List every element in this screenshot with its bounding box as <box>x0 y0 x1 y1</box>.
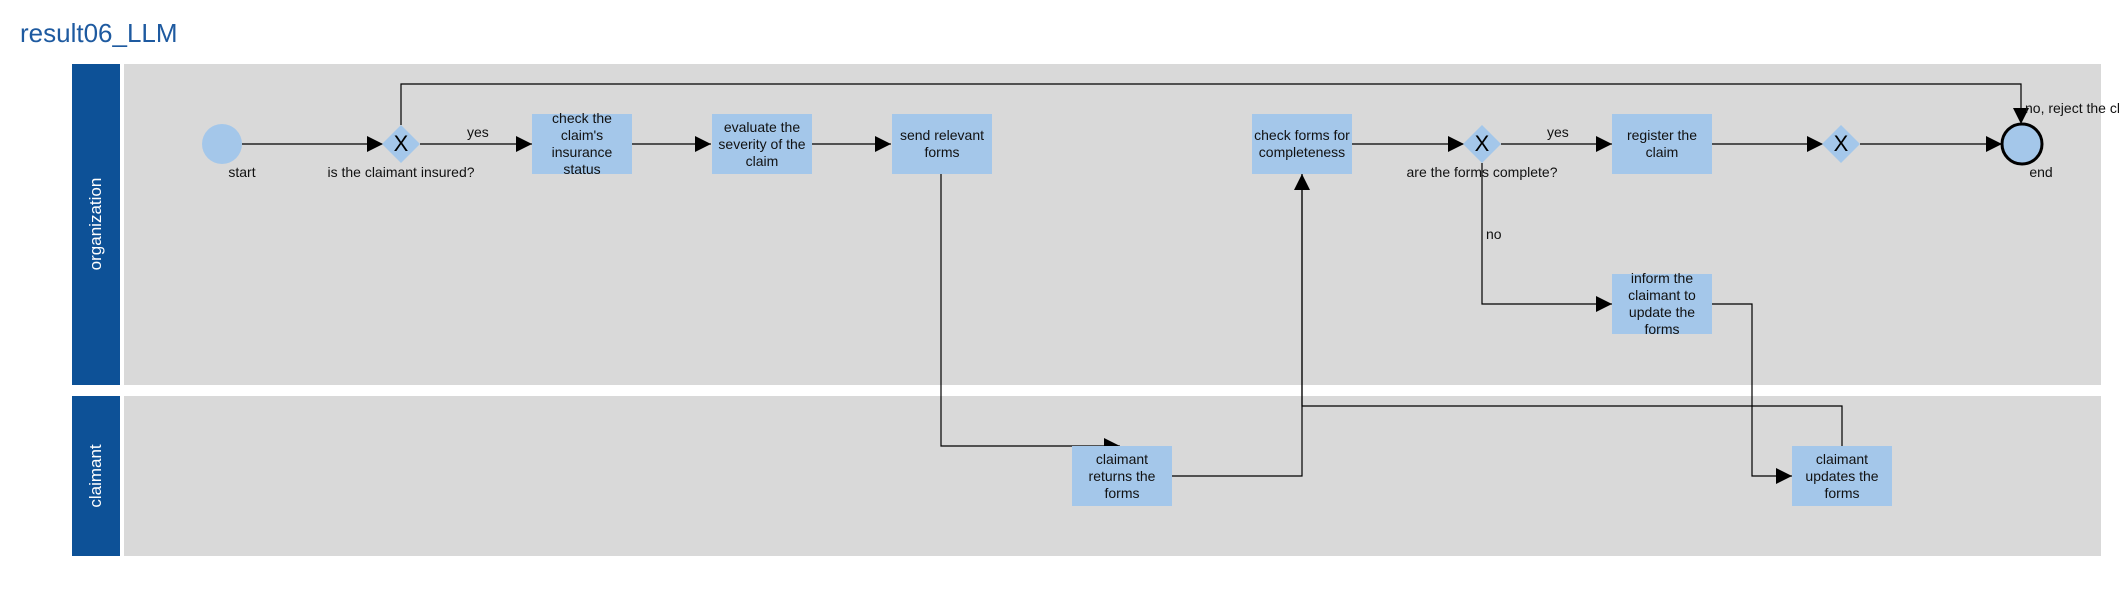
lane-organization <box>124 64 2101 385</box>
gateway-claimant-insured <box>382 125 420 163</box>
task-inform-claimant: inform the claimant to update the forms <box>1612 270 1712 337</box>
flow-send-forms-to-claimant-returns <box>940 174 1120 454</box>
flow-label-yes-complete: yes <box>1547 124 1569 140</box>
gateway-forms-complete <box>1463 125 1501 163</box>
gateway3-x-marker: X <box>1834 131 1849 156</box>
flow-label-no-incomplete: no <box>1486 226 1502 242</box>
diagram-title: result06_LLM <box>20 18 178 48</box>
task-register-claim: register the claim <box>1612 114 1712 174</box>
gateway1-label: is the claimant insured? <box>327 164 475 180</box>
flow-gateway1-no-reject-to-end <box>400 83 2029 125</box>
task-send-relevant-forms: send relevant forms <box>892 114 992 174</box>
lane-header-claimant <box>72 396 120 556</box>
task-check-forms-completeness: check forms for completeness <box>1252 114 1352 174</box>
flow-claimant-updates-to-check-forms <box>1294 114 1843 446</box>
task-check-insurance-status: check the claim's insurance status <box>532 110 632 177</box>
task-claimant-returns-forms: claimant returns the forms <box>1072 446 1172 506</box>
gateway-merge <box>1822 125 1860 163</box>
flow-inform-to-claimant-updates <box>1712 303 1792 484</box>
gateway1-x-marker: X <box>394 131 409 156</box>
task-claimant-updates-forms: claimant updates the forms <box>1792 446 1892 506</box>
lane-header-organization <box>72 64 120 385</box>
start-label: start <box>228 164 256 180</box>
task-evaluate-severity: evaluate the severity of the claim <box>712 114 812 174</box>
flow-label-yes-insured: yes <box>467 124 489 140</box>
end-event <box>2000 122 2044 166</box>
flow-claimant-returns-to-check-forms <box>1172 174 1310 477</box>
gateway2-label: are the forms complete? <box>1406 164 1558 180</box>
flow-label-no-reject: no, reject the claim <box>2025 100 2119 116</box>
start-event <box>202 124 242 164</box>
gateway2-x-marker: X <box>1475 131 1490 156</box>
end-label: end <box>2029 164 2053 180</box>
flow-gateway2-no-to-inform <box>1481 163 1612 312</box>
